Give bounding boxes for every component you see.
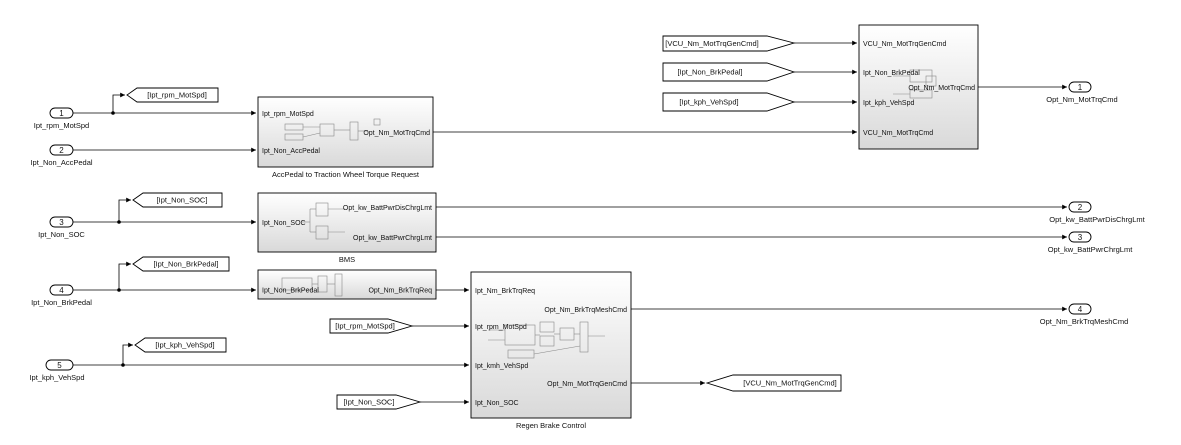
block-name: AccPedal to Traction Wheel Torque Reques… [272, 170, 420, 179]
block-output-port-label: Opt_Nm_BrkTrqMeshCmd [544, 307, 627, 314]
from-tag-non-brkpedal[interactable]: [Ipt_Non_BrkPedal] [662, 62, 796, 82]
inport-label: Ipt_Non_AccPedal [30, 158, 92, 167]
outport-4[interactable]: 4 Opt_Nm_BrkTrqMeshCmd [1040, 303, 1129, 326]
from-tag-label: [Ipt_Non_BrkPedal] [677, 68, 742, 77]
block-internal-preview [302, 202, 345, 240]
block-output-port-label: Opt_Nm_MotTrqCmd [363, 130, 430, 137]
goto-tag-label: [Ipt_kph_VehSpd] [155, 341, 214, 350]
outport-1[interactable]: 1 Opt_Nm_MotTrqCmd [1046, 81, 1118, 104]
goto-tag-label: [Ipt_rpm_MotSpd] [147, 91, 207, 100]
goto-tag-kph-vehspd[interactable]: [Ipt_kph_VehSpd] [134, 337, 227, 353]
inport-number: 4 [59, 286, 64, 295]
branch-points [111, 111, 125, 367]
accpedal-torque-block[interactable]: Ipt_rpm_MotSpd Ipt_Non_AccPedal Opt_Nm_M… [257, 96, 434, 179]
block-input-port-label: Ipt_Non_BrkPedal [262, 288, 319, 295]
inport-label: Ipt_Non_BrkPedal [31, 298, 92, 307]
outport-label: Opt_Nm_MotTrqCmd [1046, 95, 1117, 104]
block-output-port-label: Opt_Nm_MotTrqCmd [908, 85, 975, 92]
goto-tag-non-brkpedal[interactable]: [Ipt_Non_BrkPedal] [132, 256, 230, 272]
outport-2[interactable]: 2 Opt_kw_BattPwrDisChrgLmt [1049, 201, 1146, 224]
inport-label: Ipt_kph_VehSpd [29, 373, 84, 382]
block-internal-preview [893, 69, 937, 99]
brkpedal-torque-block[interactable]: Ipt_Non_BrkPedal Opt_Nm_BrkTrqReq [257, 269, 437, 300]
block-input-port-label: Ipt_Non_SOC [475, 400, 519, 407]
outport-number: 1 [1078, 83, 1083, 92]
goto-tag-label: [Ipt_Non_BrkPedal] [153, 260, 218, 269]
inport-3[interactable]: 3 Ipt_Non_SOC [38, 216, 85, 239]
signal-lines [73, 40, 1067, 405]
outport-number: 4 [1078, 305, 1083, 314]
outport-label: Opt_kw_BattPwrDisChrgLmt [1049, 215, 1145, 224]
inport-label: Ipt_Non_SOC [38, 230, 85, 239]
block-input-port-label: Ipt_Non_AccPedal [262, 148, 320, 155]
block-name: BMS [339, 255, 355, 264]
from-tag-rpm-motspd[interactable]: [Ipt_rpm_MotSpd] [329, 318, 414, 334]
from-tag-kph-vehspd[interactable]: [Ipt_kph_VehSpd] [662, 92, 796, 112]
motor-torque-arbitration-block[interactable]: VCU_Nm_MotTrqGenCmd Ipt_Non_BrkPedal Ipt… [858, 24, 979, 150]
block-internal-preview [488, 321, 605, 359]
block-input-port-label: Ipt_rpm_MotSpd [262, 111, 314, 118]
inport-4[interactable]: 4 Ipt_Non_BrkPedal [31, 284, 92, 307]
from-tag-non-soc[interactable]: [Ipt_Non_SOC] [336, 394, 422, 410]
goto-tag-rpm-motspd[interactable]: [Ipt_rpm_MotSpd] [126, 87, 219, 103]
inport-5[interactable]: 5 Ipt_kph_VehSpd [29, 359, 85, 382]
goto-tag-label: [VCU_Nm_MotTrqGenCmd] [743, 379, 837, 388]
block-output-port-label: Opt_Nm_MotTrqGenCmd [547, 381, 627, 388]
block-input-port-label: Ipt_Non_BrkPedal [863, 70, 920, 77]
block-output-port-label: Opt_kw_BattPwrChrgLmt [353, 235, 432, 242]
from-tag-label: [Ipt_kph_VehSpd] [679, 98, 738, 107]
from-tag-vcu-motTrqGenCmd[interactable]: [VCU_Nm_MotTrqGenCmd] [662, 35, 796, 52]
outport-3[interactable]: 3 Opt_kw_BattPwrChrgLmt [1048, 231, 1134, 254]
block-output-port-label: Opt_kw_BattPwrDisChrgLmt [343, 205, 432, 212]
from-tag-label: [VCU_Nm_MotTrqGenCmd] [665, 39, 759, 48]
block-input-port-label: VCU_Nm_MotTrqGenCmd [863, 41, 946, 48]
block-input-port-label: VCU_Nm_MotTrqCmd [863, 130, 933, 137]
outport-label: Opt_kw_BattPwrChrgLmt [1048, 245, 1134, 254]
block-output-port-label: Opt_Nm_BrkTrqReq [368, 288, 432, 295]
inport-number: 5 [57, 361, 62, 370]
inport-1[interactable]: 1 Ipt_rpm_MotSpd [34, 107, 89, 130]
inport-number: 3 [59, 218, 64, 227]
outport-number: 2 [1078, 203, 1083, 212]
goto-tag-vcu-motTrqGenCmd[interactable]: [VCU_Nm_MotTrqGenCmd] [705, 374, 842, 392]
goto-tag-label: [Ipt_Non_SOC] [157, 196, 208, 205]
block-input-port-label: Ipt_Non_SOC [262, 220, 306, 227]
regen-brake-control-block[interactable]: Ipt_Nm_BrkTrqReq Ipt_rpm_MotSpd Ipt_kmh_… [470, 271, 632, 430]
outport-number: 3 [1078, 233, 1083, 242]
from-tag-label: [Ipt_Non_SOC] [344, 398, 395, 407]
inport-label: Ipt_rpm_MotSpd [34, 121, 89, 130]
block-internal-preview [281, 273, 343, 297]
block-input-port-label: Ipt_kmh_VehSpd [475, 363, 528, 370]
goto-tag-non-soc[interactable]: [Ipt_Non_SOC] [132, 192, 223, 208]
bms-block[interactable]: Ipt_Non_SOC Opt_kw_BattPwrDisChrgLmt Opt… [257, 192, 437, 264]
inport-number: 1 [59, 109, 64, 118]
block-internal-preview [284, 118, 381, 141]
inport-2[interactable]: 2 Ipt_Non_AccPedal [30, 144, 93, 167]
block-name: Regen Brake Control [516, 421, 586, 430]
block-input-port-label: Ipt_Nm_BrkTrqReq [475, 288, 535, 295]
outport-label: Opt_Nm_BrkTrqMeshCmd [1040, 317, 1129, 326]
block-input-port-label: Ipt_rpm_MotSpd [475, 324, 527, 331]
from-tag-label: [Ipt_rpm_MotSpd] [335, 322, 395, 331]
block-input-port-label: Ipt_kph_VehSpd [863, 100, 914, 107]
inport-number: 2 [59, 146, 64, 155]
